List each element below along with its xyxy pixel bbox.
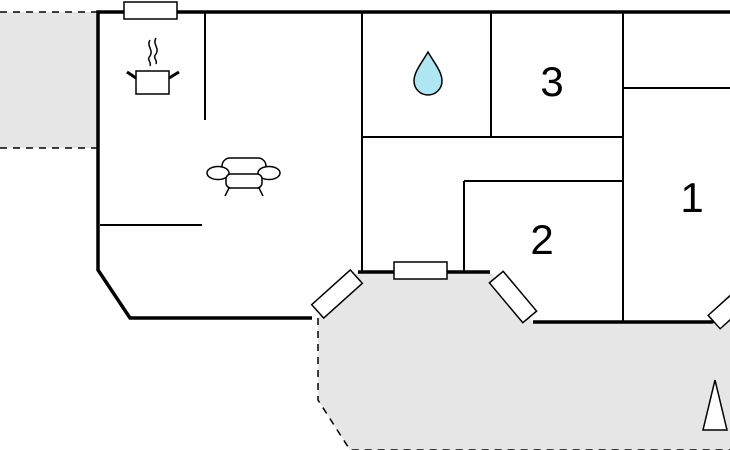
sofa-icon: [206, 157, 281, 197]
dashed-terrace-left: [0, 11, 98, 149]
dashed-terrace-bottom: [317, 318, 730, 450]
water-drop-icon: [413, 50, 443, 96]
window-bottom-middle: [393, 261, 448, 280]
door-diagonal-left: [310, 268, 364, 320]
north-arrow-icon: [702, 379, 728, 431]
windows: [123, 1, 730, 330]
door-diagonal-far-right: [707, 282, 730, 330]
outdoor-areas: [0, 11, 730, 450]
outer-wall-bottom-right: [533, 306, 730, 324]
room-label-2: 2: [530, 216, 553, 263]
outer-wall-main: [96, 10, 730, 320]
room-label-3: 3: [540, 58, 563, 105]
interior-partitions: [100, 12, 730, 322]
terrace-left: [0, 12, 98, 148]
door-diagonal-right: [488, 270, 538, 324]
terrace-bottom: [318, 272, 730, 450]
room-label-1: 1: [680, 174, 703, 221]
window-top: [123, 1, 178, 20]
cooking-pot-icon: [126, 37, 180, 95]
